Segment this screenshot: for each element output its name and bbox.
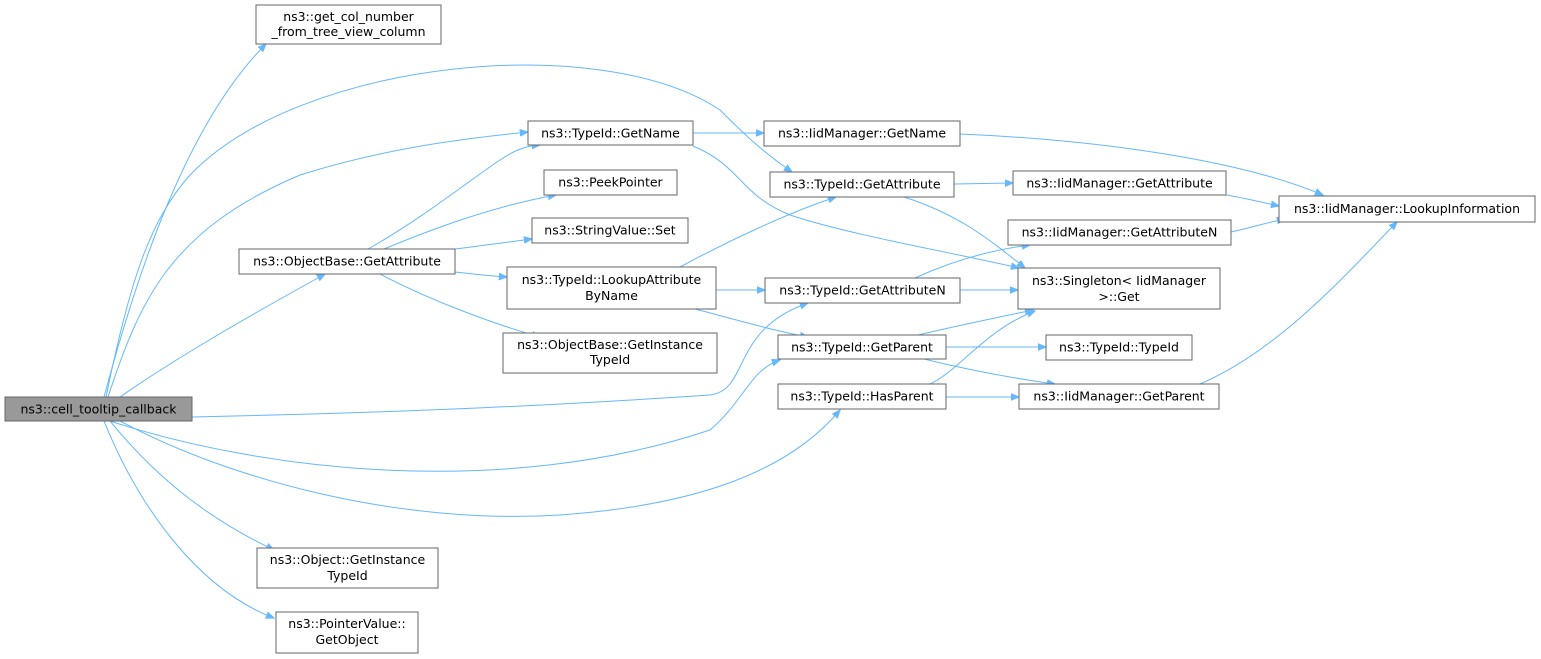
edge-iidmanager-getattributen-to-lookupinformation xyxy=(1230,219,1285,233)
edge-root-to-pointervalue-getobject xyxy=(103,420,274,618)
edge-root-to-objectbase-getattribute xyxy=(119,274,325,398)
node-stringvalue-set[interactable]: ns3::StringValue::Set xyxy=(531,217,689,244)
node-label-line-2: _from_tree_view_column xyxy=(270,24,425,39)
node-objectbase-getattribute[interactable]: ns3::ObjectBase::GetAttribute xyxy=(238,248,456,275)
edge-typeid-getattribute-to-singleton xyxy=(903,196,1025,268)
node-get-col-number[interactable]: ns3::get_col_number _from_tree_view_colu… xyxy=(255,4,442,45)
node-label: ns3::IidManager::GetAttribute xyxy=(1026,176,1213,191)
node-typeid-getattributen[interactable]: ns3::TypeId::GetAttributeN xyxy=(764,277,961,304)
node-label: ns3::PeekPointer xyxy=(558,175,663,190)
edge-root-to-object-getinstancetypeid xyxy=(109,420,274,550)
node-label-line-1: ns3::get_col_number xyxy=(283,9,414,24)
node-label-line-2: ByName xyxy=(585,288,638,303)
node-label: ns3::cell_tooltip_callback xyxy=(21,402,178,417)
node-label-line-2: >::Get xyxy=(1098,289,1139,304)
nodes: ns3::cell_tooltip_callback ns3::get_col_… xyxy=(4,4,1536,654)
node-peekpointer[interactable]: ns3::PeekPointer xyxy=(543,169,678,196)
edge-root-to-typeid-getattribute xyxy=(105,64,792,398)
node-label-line-2: TypeId xyxy=(326,568,367,583)
node-label: ns3::ObjectBase::GetAttribute xyxy=(253,254,441,269)
node-iidmanager-lookupinformation[interactable]: ns3::IidManager::LookupInformation xyxy=(1278,195,1536,223)
node-label: ns3::TypeId::GetParent xyxy=(791,340,933,355)
node-label: ns3::TypeId::GetName xyxy=(541,126,680,141)
edge-typeid-getname-to-singleton xyxy=(692,145,1019,268)
node-label: ns3::IidManager::LookupInformation xyxy=(1294,201,1520,216)
edge-objectbase-to-typeid-getname xyxy=(367,145,540,250)
node-label: ns3::IidManager::GetName xyxy=(778,126,946,141)
edge-iidmanager-getname-to-lookupinformation xyxy=(959,133,1323,195)
edge-objectbase-to-stringvalue-set xyxy=(454,239,532,250)
edge-objectbase-to-peekpointer xyxy=(383,195,556,250)
node-label-line-2: GetObject xyxy=(316,632,379,647)
node-cell-tooltip-callback[interactable]: ns3::cell_tooltip_callback xyxy=(4,396,193,422)
node-label: ns3::IidManager::GetAttributeN xyxy=(1022,225,1218,240)
edge-typeid-getparent-to-singleton xyxy=(917,310,1033,336)
node-label: ns3::IidManager::GetParent xyxy=(1033,389,1204,404)
edge-root-to-typeid-hasparent xyxy=(119,410,840,517)
edge-typeid-getattributen-to-iidmanager-getattributen xyxy=(914,245,1030,279)
node-iidmanager-getattributen[interactable]: ns3::IidManager::GetAttributeN xyxy=(1007,219,1232,246)
edge-iidmanager-getparent-to-lookupinformation xyxy=(1199,222,1397,385)
node-singleton-get[interactable]: ns3::Singleton< IidManager >::Get xyxy=(1017,267,1221,310)
edge-root-to-get-col-number xyxy=(103,44,266,398)
node-label: ns3::TypeId::TypeId xyxy=(1059,340,1179,355)
node-iidmanager-getname[interactable]: ns3::IidManager::GetName xyxy=(763,120,961,147)
edge-lookupattribute-to-typeid-getattribute xyxy=(679,197,836,268)
edge-root-to-typeid-getparent xyxy=(109,360,780,472)
node-label-line-1: ns3::Object::GetInstance xyxy=(270,552,426,567)
node-typeid-getparent[interactable]: ns3::TypeId::GetParent xyxy=(777,334,947,360)
node-iidmanager-getparent[interactable]: ns3::IidManager::GetParent xyxy=(1018,383,1220,410)
node-iidmanager-getattribute[interactable]: ns3::IidManager::GetAttribute xyxy=(1012,170,1227,196)
node-label-line-1: ns3::PointerValue:: xyxy=(288,616,405,631)
node-label-line-2: TypeId xyxy=(589,352,630,367)
edge-root-to-typeid-getname xyxy=(107,132,528,398)
node-label-line-1: ns3::TypeId::LookupAttribute xyxy=(522,272,702,287)
node-label-line-1: ns3::ObjectBase::GetInstance xyxy=(517,337,703,352)
node-object-getinstancetypeid[interactable]: ns3::Object::GetInstance TypeId xyxy=(256,547,439,589)
edge-typeid-getattribute-to-iidmanager-getattribute xyxy=(953,183,1013,184)
edge-objectbase-to-typeid-lookupattribute xyxy=(454,271,507,277)
edge-typeid-hasparent-to-singleton xyxy=(929,311,1035,385)
node-label: ns3::TypeId::GetAttributeN xyxy=(779,283,945,298)
node-typeid-typeid[interactable]: ns3::TypeId::TypeId xyxy=(1045,334,1193,361)
edge-iidmanager-getattribute-to-lookupinformation xyxy=(1225,194,1279,206)
edge-root-to-typeid-getattributen xyxy=(191,303,808,418)
node-label: ns3::TypeId::HasParent xyxy=(790,389,933,404)
edges xyxy=(103,44,1397,618)
node-typeid-lookupattribute[interactable]: ns3::TypeId::LookupAttribute ByName xyxy=(506,266,717,310)
node-label-line-1: ns3::Singleton< IidManager xyxy=(1032,273,1207,288)
node-typeid-getname[interactable]: ns3::TypeId::GetName xyxy=(527,120,694,146)
node-typeid-getattribute[interactable]: ns3::TypeId::GetAttribute xyxy=(769,171,955,198)
edge-typeid-getparent-to-iidmanager-getparent xyxy=(923,358,1055,384)
node-objectbase-getinstancetypeid[interactable]: ns3::ObjectBase::GetInstance TypeId xyxy=(502,332,718,374)
node-label: ns3::TypeId::GetAttribute xyxy=(783,177,940,192)
edge-objectbase-to-objectbase-getinstancetypeid xyxy=(379,273,540,337)
node-pointervalue-getobject[interactable]: ns3::PointerValue:: GetObject xyxy=(275,611,419,654)
node-label: ns3::StringValue::Set xyxy=(544,223,675,238)
node-typeid-hasparent[interactable]: ns3::TypeId::HasParent xyxy=(777,383,947,410)
